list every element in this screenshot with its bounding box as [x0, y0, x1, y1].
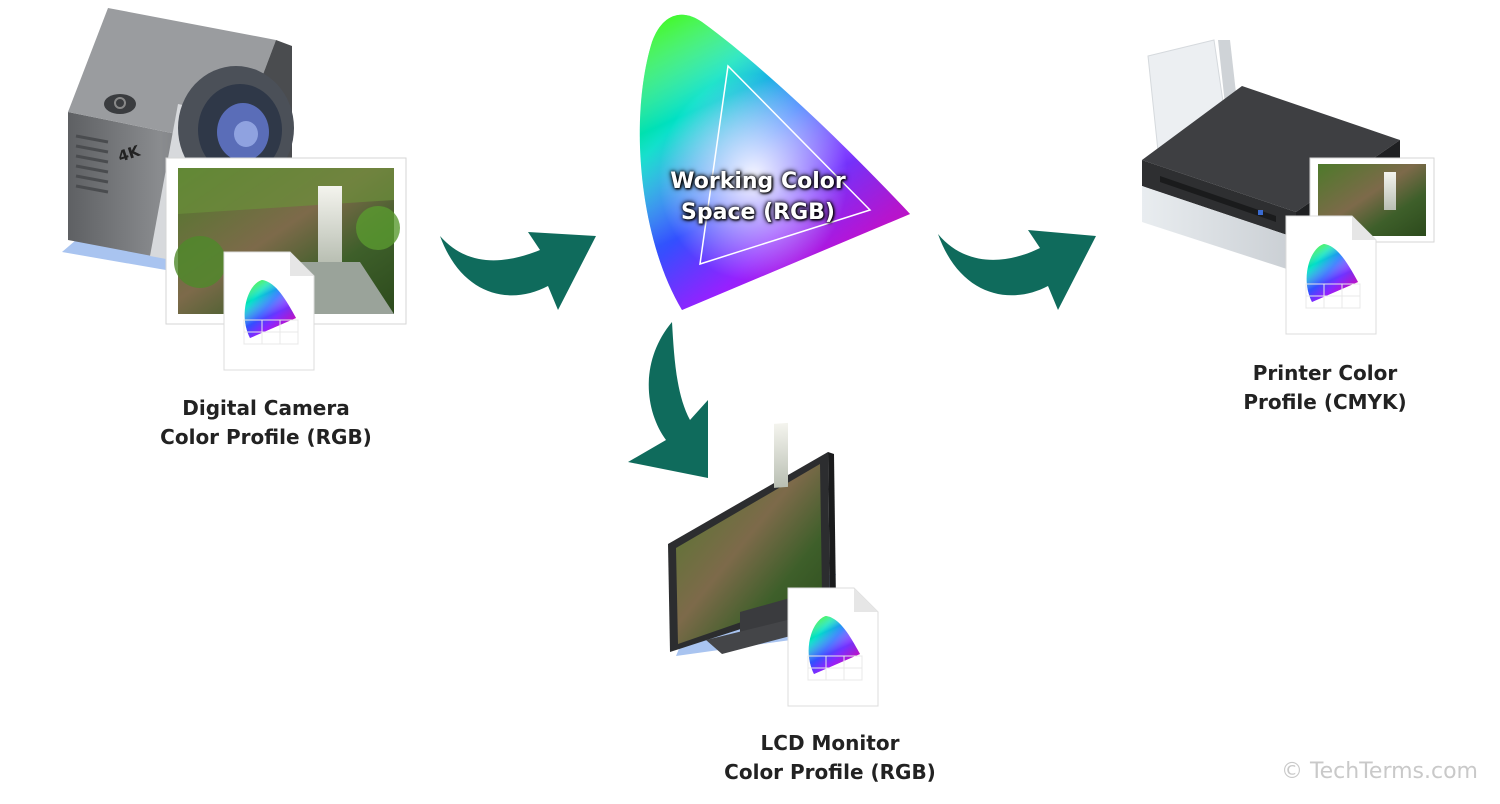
camera-label-line1: Digital Camera [182, 396, 350, 420]
arrow-icon [938, 230, 1096, 310]
printer-label-line1: Printer Color [1252, 361, 1398, 385]
monitor-label-line2: Color Profile (RGB) [724, 760, 936, 784]
working-space-line1: Working Color [670, 169, 846, 194]
color-profile-file-icon [787, 587, 879, 707]
working-space-line2: Space (RGB) [681, 200, 835, 225]
arrow-icon [440, 232, 596, 310]
printer-label-line2: Profile (CMYK) [1243, 390, 1407, 414]
watermark: © TechTerms.com [1280, 759, 1478, 784]
photo-icon [165, 157, 407, 325]
working-space-label: Working Color Space (RGB) [640, 166, 876, 228]
arrow-icon [628, 322, 708, 478]
chromaticity-gamut-icon [639, 14, 910, 310]
color-profile-file-icon [223, 251, 315, 371]
monitor-label: LCD Monitor Color Profile (RGB) [710, 729, 950, 787]
printer-label: Printer Color Profile (CMYK) [1210, 359, 1440, 417]
camera-label: Digital Camera Color Profile (RGB) [146, 394, 386, 452]
color-profile-file-icon [1285, 215, 1377, 335]
monitor-label-line1: LCD Monitor [760, 731, 900, 755]
camera-label-line2: Color Profile (RGB) [160, 425, 372, 449]
